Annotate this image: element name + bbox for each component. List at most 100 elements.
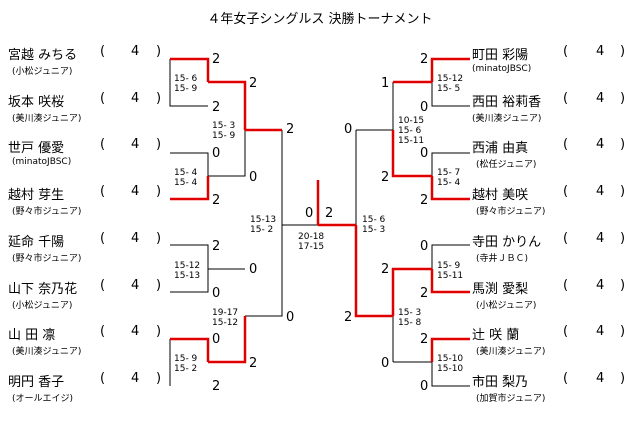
- player-grade: 4: [596, 91, 605, 106]
- player-team: (小松ジュニア): [12, 67, 73, 77]
- player-name: 山 田 凛: [8, 328, 56, 343]
- match-score: 0: [420, 239, 429, 254]
- grade-open: (: [100, 91, 106, 106]
- match-score: 2: [381, 170, 390, 185]
- player-name: 町田 彩陽: [472, 48, 529, 63]
- match-score: 0: [249, 170, 258, 185]
- bracket-line: [208, 130, 246, 177]
- winner-path: [430, 269, 470, 294]
- grade-close: ): [620, 231, 626, 246]
- player-grade: 4: [131, 371, 140, 386]
- player-name: 馬渕 愛梨: [472, 282, 529, 297]
- page-title: ４年女子シングルス 決勝トーナメント: [207, 12, 433, 27]
- player-grade: 4: [596, 324, 605, 339]
- match-score: 0: [212, 146, 221, 161]
- player-name: 明円 香子: [8, 375, 65, 390]
- match-score: 0: [420, 146, 429, 161]
- grade-open: (: [563, 137, 569, 152]
- grade-close: ): [156, 371, 162, 386]
- match-score: 2: [286, 122, 295, 137]
- player-name: 越村 芽生: [8, 188, 65, 203]
- set-scores: 15-10 15-10: [437, 354, 464, 374]
- match-score: 0: [212, 286, 221, 301]
- winner-path: [208, 80, 247, 130]
- match-score: 2: [212, 100, 221, 115]
- player-team: (寺井ＪＢＣ): [476, 254, 529, 264]
- player-grade: 4: [596, 184, 605, 199]
- grade-close: ): [156, 184, 162, 199]
- bracket-line: [169, 59, 208, 107]
- player-team: (加賀市ジュニア): [476, 394, 546, 404]
- match-score: 2: [212, 193, 221, 208]
- player-name: 坂本 咲桜: [8, 95, 65, 110]
- set-scores: 15-13 15- 2: [250, 215, 277, 235]
- winner-path: [170, 337, 210, 362]
- player-name: 宮越 みちる: [8, 48, 78, 63]
- player-team: (minatoJBSC): [472, 64, 532, 74]
- match-score: 2: [212, 239, 221, 254]
- match-score: 2: [420, 332, 429, 347]
- set-scores: 15- 3 15- 9: [212, 121, 236, 141]
- grade-open: (: [563, 231, 569, 246]
- final-score-left: 0: [305, 206, 314, 221]
- set-scores: 15- 9 15-11: [437, 261, 464, 281]
- player-team: (美川湊ジュニア): [476, 347, 546, 357]
- grade-open: (: [100, 278, 106, 293]
- grade-open: (: [563, 44, 569, 59]
- set-scores: 15- 6 15- 9: [174, 74, 198, 94]
- grade-open: (: [100, 44, 106, 59]
- grade-close: ): [620, 371, 626, 386]
- bracket-line: [245, 225, 283, 317]
- grade-close: ): [156, 91, 162, 106]
- winner-path: [170, 57, 210, 82]
- winner-path: [354, 225, 393, 318]
- player-grade: 4: [131, 324, 140, 339]
- set-scores: 15- 9 15- 2: [174, 354, 198, 374]
- grade-close: ): [156, 44, 162, 59]
- match-score: 2: [212, 379, 221, 394]
- player-team: (小松ジュニア): [476, 301, 537, 311]
- match-score: 2: [344, 310, 353, 325]
- bracket-line: [431, 244, 470, 269]
- player-grade: 4: [131, 137, 140, 152]
- match-score: 2: [249, 356, 258, 371]
- match-score: 2: [212, 52, 221, 67]
- grade-open: (: [563, 91, 569, 106]
- player-name: 山下 奈乃花: [8, 282, 78, 297]
- winner-path: [430, 57, 470, 82]
- player-team: (minatoJBSC): [12, 157, 72, 167]
- set-scores: 19-17 15-12: [212, 308, 239, 328]
- match-score: 0: [249, 262, 258, 277]
- match-score: 2: [249, 76, 258, 91]
- grade-close: ): [620, 184, 626, 199]
- player-grade: 4: [596, 278, 605, 293]
- set-scores: 15- 7 15- 4: [437, 168, 461, 188]
- winner-path: [391, 130, 432, 178]
- grade-close: ): [156, 137, 162, 152]
- set-scores: 15-12 15-13: [174, 261, 201, 281]
- grade-open: (: [100, 137, 106, 152]
- grade-open: (: [100, 231, 106, 246]
- match-score: 2: [381, 262, 390, 277]
- match-score: 0: [212, 332, 221, 347]
- match-score: 0: [286, 310, 295, 325]
- set-scores: 15- 6 15- 3: [362, 215, 386, 235]
- bracket-line: [431, 82, 470, 107]
- final-score-right: 2: [325, 206, 334, 221]
- match-score: 1: [381, 76, 390, 91]
- player-team: (野々市ジュニア): [12, 207, 82, 217]
- player-name: 世戸 優愛: [8, 141, 65, 156]
- player-name: 西田 裕莉香: [472, 95, 542, 110]
- final-set-scores: 20-18 17-15: [298, 232, 325, 252]
- player-grade: 4: [131, 231, 140, 246]
- winner-path: [430, 176, 470, 201]
- grade-open: (: [563, 184, 569, 199]
- player-name: 越村 美咲: [472, 188, 529, 203]
- grade-open: (: [100, 324, 106, 339]
- grade-close: ): [156, 278, 162, 293]
- grade-open: (: [100, 371, 106, 386]
- grade-open: (: [563, 371, 569, 386]
- player-team: (美川湊ジュニア): [472, 114, 542, 124]
- player-name: 市田 梨乃: [472, 375, 529, 390]
